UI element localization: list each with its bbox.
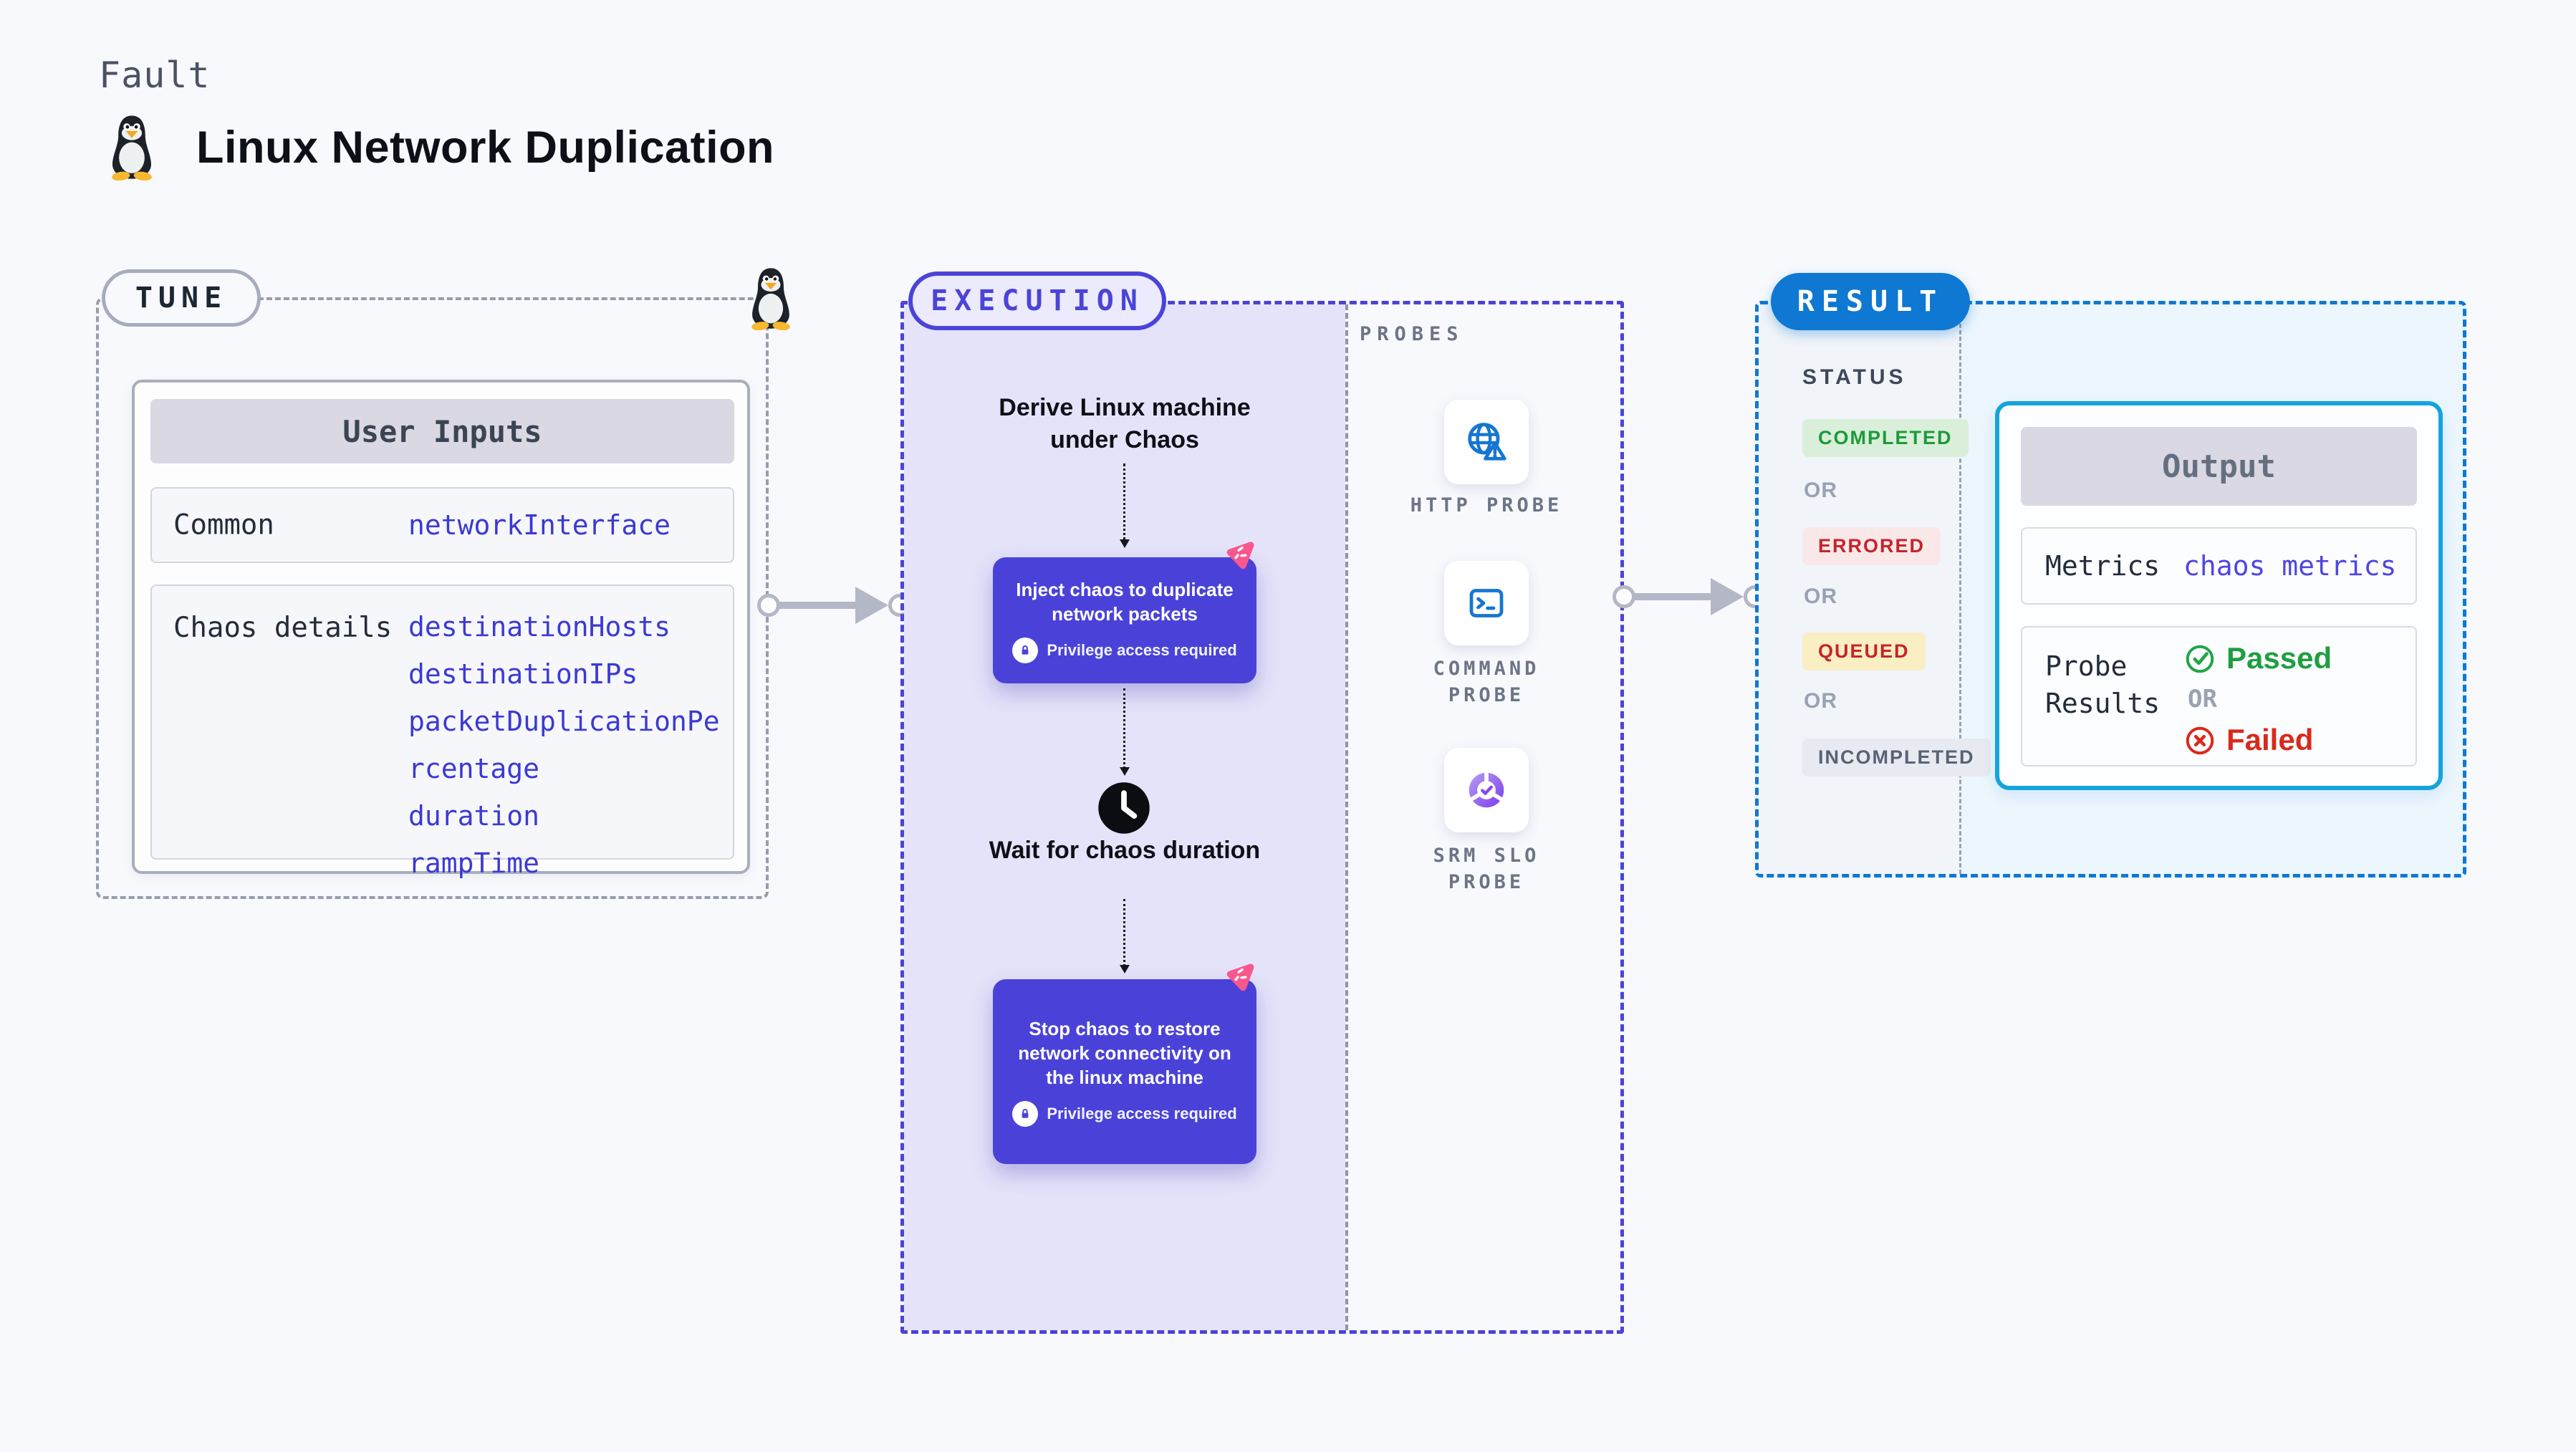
srm-slo-probe-label: SRM SLO PROBE: [1373, 842, 1600, 895]
row-label: Common: [173, 509, 274, 542]
status-badge-incompleted: INCOMPLETED: [1802, 739, 1991, 777]
privilege-note: Privilege access required: [1012, 1101, 1237, 1127]
arrowhead: [855, 587, 888, 624]
privilege-label: Privilege access required: [1047, 641, 1237, 659]
step-label: Stop chaos to restore network connectivi…: [1018, 1018, 1231, 1088]
failed-label: Failed: [2226, 723, 2314, 756]
tux-penguin-icon: [751, 268, 790, 330]
chaos-input-list: destinationHosts destinationIPs packetDu…: [408, 603, 724, 887]
page-title: Linux Network Duplication: [196, 122, 775, 173]
command-probe-label: COMMAND PROBE: [1373, 655, 1600, 708]
result-section: RESULT STATUS COMPLETED OR ERRORED OR QU…: [1755, 273, 2466, 878]
arrow-line: [1624, 593, 1717, 600]
terminal-icon: [1469, 589, 1504, 617]
table-row-chaos-details: Chaos details destinationHosts destinati…: [150, 585, 734, 879]
check-circle-icon: [2186, 645, 2214, 673]
privilege-label: Privilege access required: [1047, 1105, 1237, 1122]
flow-arrow-down-icon: [1120, 899, 1130, 973]
arrowhead: [1711, 578, 1744, 615]
probe-results-row: Probe Results Passed OR: [2021, 626, 2417, 766]
probe-label-text: SRM SLO PROBE: [1433, 845, 1540, 893]
or-label: OR: [1804, 585, 1837, 608]
input-link-rampTime[interactable]: rampTime: [408, 847, 540, 879]
probe-results-values: Passed OR Failed: [2183, 640, 2332, 758]
fault-kicker: Fault: [99, 54, 211, 96]
chaos-fault-icon: [1226, 963, 1254, 991]
user-inputs-table: User Inputs Common networkInterface Chao…: [132, 380, 750, 879]
lock-icon: [1012, 1101, 1039, 1127]
step-wait-duration: Wait for chaos duration: [989, 837, 1261, 864]
status-badge-queued: QUEUED: [1802, 633, 1926, 670]
chaos-fault-icon: [1226, 542, 1254, 569]
input-link-destinationHosts[interactable]: destinationHosts: [408, 611, 671, 643]
tune-badge: TUNE: [102, 269, 261, 327]
table-row-common: Common networkInterface: [150, 487, 734, 563]
metrics-row: Metrics chaos metrics: [2021, 527, 2417, 605]
lock-icon: [1012, 638, 1039, 663]
output-title: Output: [2021, 427, 2417, 506]
step-derive-machine: Derive Linux machine under Chaos: [999, 394, 1251, 453]
result-badge: RESULT: [1771, 273, 1970, 330]
passed-line: Passed: [2183, 640, 2332, 676]
step-inject-chaos: Inject chaos to duplicate network packet…: [993, 557, 1256, 683]
chaos-metrics-link[interactable]: chaos metrics: [2183, 550, 2397, 582]
flow-arrow-down-icon: [1120, 688, 1130, 776]
status-badge-errored: ERRORED: [1802, 527, 1941, 565]
x-circle-icon: [2186, 726, 2214, 755]
status-output-divider: [1959, 304, 1961, 874]
arrow-line: [769, 602, 862, 609]
status-heading: STATUS: [1802, 365, 1907, 389]
flow-arrow-down-icon: [1120, 463, 1130, 548]
input-link-networkInterface[interactable]: networkInterface: [408, 509, 671, 541]
output-card: Output Metrics chaos metrics Probe Resul…: [1995, 401, 2443, 790]
or-label: OR: [1804, 479, 1837, 502]
metrics-label: Metrics: [2045, 550, 2161, 582]
srm-slo-probe-card: [1444, 748, 1529, 832]
probe-label-text: COMMAND PROBE: [1433, 658, 1540, 706]
http-probe-label: HTTP PROBE: [1410, 494, 1563, 516]
probe-results-label: Probe Results: [2045, 650, 2161, 719]
execution-section: EXECUTION Derive Linux machine under Cha…: [900, 271, 1624, 1334]
command-probe-card: [1444, 561, 1529, 645]
input-link-destinationIPs[interactable]: destinationIPs: [408, 658, 638, 690]
http-probe-card: [1444, 400, 1529, 484]
tux-penguin-icon: [112, 115, 152, 181]
row-label: Chaos details: [173, 612, 393, 644]
execution-badge: EXECUTION: [908, 271, 1166, 330]
user-inputs-title: User Inputs: [150, 399, 734, 463]
or-label: OR: [2188, 685, 2217, 713]
step-stop-chaos: Stop chaos to restore network connectivi…: [993, 979, 1256, 1164]
privilege-note: Privilege access required: [1012, 638, 1237, 663]
slo-donut-check-icon: [1469, 771, 1504, 808]
tune-section: TUNE User Inputs Common networkInterface…: [96, 268, 790, 899]
passed-label: Passed: [2226, 641, 2332, 675]
probes-heading: PROBES: [1360, 323, 1464, 345]
step-label: Inject chaos to duplicate network packet…: [1016, 579, 1234, 625]
status-badge-completed: COMPLETED: [1802, 419, 1969, 457]
connector-dot: [1613, 585, 1635, 608]
connector-dot: [757, 594, 780, 617]
globe-alert-icon: [1468, 423, 1506, 461]
input-link-packetDuplicationPercentage[interactable]: packetDuplicationPercentage: [408, 706, 720, 784]
input-link-duration[interactable]: duration: [408, 800, 540, 832]
or-label: OR: [1804, 689, 1837, 713]
execution-probes-divider: [1345, 304, 1348, 1330]
failed-line: Failed: [2183, 722, 2332, 758]
status-zone: [1759, 304, 1959, 874]
clock-icon: [1096, 780, 1152, 836]
